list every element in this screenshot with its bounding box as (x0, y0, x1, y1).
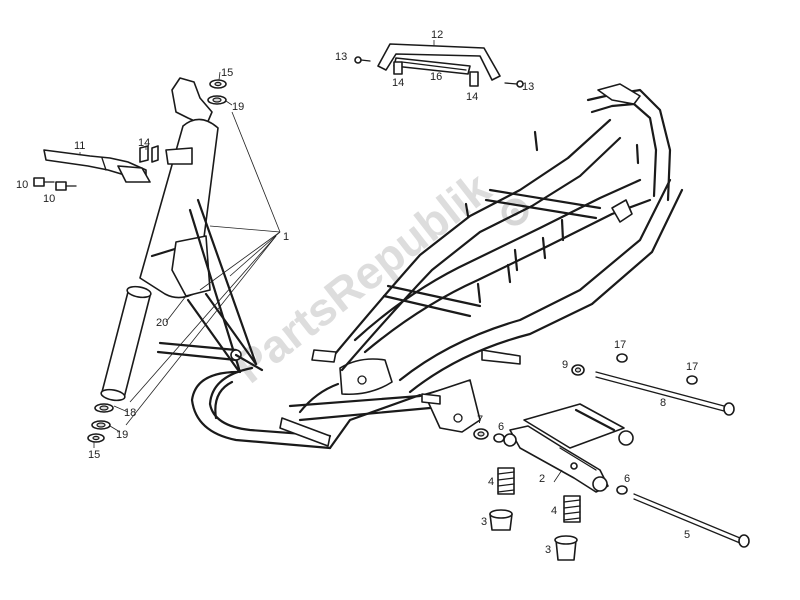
spring-4-left (497, 467, 515, 495)
bolt-8 (595, 371, 735, 416)
part-label-2: 2 (539, 473, 545, 485)
part-label-4: 4 (551, 505, 557, 517)
engine-mount-part (503, 403, 634, 493)
part-label-11: 11 (74, 140, 85, 152)
part-label-18: 18 (124, 407, 136, 419)
part-label-5: 5 (684, 529, 690, 541)
watermark: PartsRepublik (224, 161, 529, 393)
tube-bracket (165, 147, 193, 165)
part-label-13: 13 (335, 51, 347, 63)
front-bracket-part (33, 145, 193, 191)
part-label-15: 15 (88, 449, 100, 461)
head-gusset (171, 235, 211, 297)
part-label-6: 6 (624, 473, 630, 485)
bushing-3-left (489, 509, 513, 531)
bushing-3-right (554, 535, 578, 561)
steering-tube-part (100, 285, 152, 402)
nut-9 (571, 364, 585, 376)
screw-13-right (504, 80, 524, 88)
part-label-17: 17 (614, 339, 626, 351)
spring-4-right (563, 495, 581, 523)
bearing-set-bottom (87, 403, 114, 443)
part-label-15: 15 (221, 67, 233, 79)
frame-tab-c (421, 393, 441, 405)
washer-6-a (493, 433, 505, 443)
bolt-10-b (55, 181, 77, 191)
part-label-19: 19 (116, 429, 128, 441)
part-label-13: 13 (522, 81, 534, 93)
washer-17-b (686, 375, 698, 385)
washer-6-b (616, 485, 628, 495)
part-label-16: 16 (430, 71, 442, 83)
part-label-19: 19 (232, 101, 244, 113)
part-label-7: 7 (477, 414, 483, 426)
steering-head-plate (171, 77, 213, 127)
bearing-set-top (207, 79, 227, 105)
bolt-5 (633, 493, 750, 548)
part-label-10: 10 (43, 193, 55, 205)
rear-bracket (597, 83, 641, 105)
rear-lower-plate (424, 379, 481, 433)
part-label-9: 9 (562, 359, 568, 371)
bolt-10-a (33, 177, 55, 187)
frame-tab-a (311, 349, 337, 363)
part-label-1: 1 (283, 231, 289, 243)
main-frame (139, 77, 684, 450)
top-bracket-part (354, 43, 524, 88)
part-label-10: 10 (16, 179, 28, 191)
footboard-bracket (279, 417, 331, 447)
part-label-14: 14 (466, 91, 478, 103)
washer-17-a (616, 353, 628, 363)
part-label-14: 14 (392, 77, 404, 89)
part-label-4: 4 (488, 476, 494, 488)
frame-tab-b (481, 349, 521, 365)
rear-lug (611, 199, 633, 223)
nut-7 (473, 428, 489, 440)
part-label-8: 8 (660, 397, 666, 409)
clip-14-top-left (393, 61, 403, 75)
center-gusset (339, 358, 393, 396)
part-label-20: 20 (156, 317, 168, 329)
part-label-17: 17 (686, 361, 698, 373)
part-label-3: 3 (545, 544, 551, 556)
part-labels: 1 2 3 3 4 4 5 6 6 7 8 9 10 10 11 12 13 1… (16, 29, 698, 556)
hook-posts (464, 130, 640, 304)
leader-lines (79, 40, 563, 483)
part-label-14: 14 (138, 137, 150, 149)
screw-13-left (354, 56, 371, 64)
clip-14-top-right (469, 71, 479, 87)
part-label-6: 6 (498, 421, 504, 433)
part-label-12: 12 (431, 29, 443, 41)
part-label-3: 3 (481, 516, 487, 528)
